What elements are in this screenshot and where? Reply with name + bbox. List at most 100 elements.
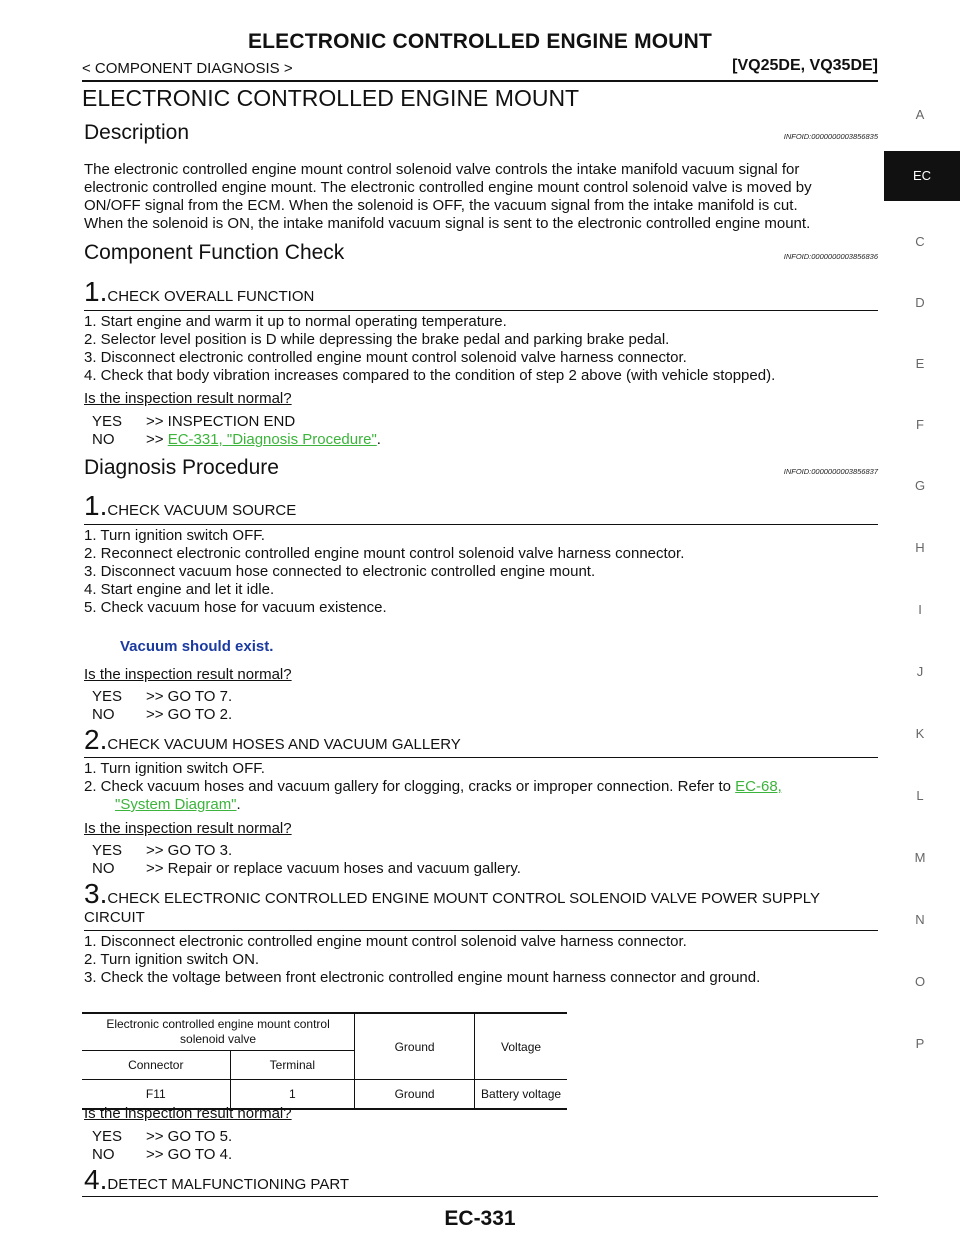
list-item: 2. Selector level position is D while de… — [84, 331, 670, 348]
answer-code: YES — [92, 688, 123, 705]
answer-text: >> Repair or replace vacuum hoses and va… — [146, 860, 521, 877]
list-item-text: 2. Check vacuum hoses and vacuum gallery… — [84, 778, 736, 795]
list-item: 2. Reconnect electronic controlled engin… — [84, 545, 685, 562]
cfc-heading: Component Function Check — [84, 241, 345, 264]
answer-code: YES — [92, 413, 123, 430]
voltage-table: Electronic controlled engine mount contr… — [82, 1012, 567, 1110]
answer-text: >> GO TO 3. — [146, 842, 233, 859]
header-title: ELECTRONIC CONTROLLED ENGINE MOUNT — [247, 30, 713, 53]
description-heading: Description — [84, 121, 190, 144]
page-title: ELECTRONIC CONTROLLED ENGINE MOUNT — [82, 85, 580, 111]
answer-prefix: >> — [146, 431, 168, 448]
list-item: 4. Start engine and let it idle. — [84, 581, 275, 598]
answer-code: NO — [92, 706, 115, 723]
dp-s2-no: NO >> Repair or replace vacuum hoses and … — [92, 860, 521, 877]
step-title: CHECK VACUUM HOSES AND VACUUM GALLERY — [107, 736, 461, 753]
header-section: < COMPONENT DIAGNOSIS > — [82, 60, 293, 77]
cfc-yes: YES>> INSPECTION END — [92, 413, 295, 430]
tab-a[interactable]: A — [915, 107, 925, 122]
table-header-ground: Ground — [354, 1013, 476, 1080]
tab-p[interactable]: P — [915, 1036, 925, 1051]
diagnosis-procedure-link[interactable]: EC-331, "Diagnosis Procedure" — [167, 431, 377, 448]
dp-s3-no: NO>> GO TO 4. — [92, 1146, 232, 1163]
cfc-infoid: INFOID:0000000003856836 — [783, 252, 878, 261]
list-item: 3. Check the voltage between front elect… — [84, 969, 761, 986]
dp-question-3: Is the inspection result normal? — [84, 1105, 292, 1122]
dp-question-1: Is the inspection result normal? — [84, 666, 292, 683]
step-number: 3. — [84, 878, 108, 909]
footer-rule — [82, 1196, 878, 1197]
dp-infoid: INFOID:0000000003856837 — [783, 467, 878, 476]
list-item: 4. Check that body vibration increases c… — [84, 367, 776, 384]
dp-step3-list: 1. Disconnect electronic controlled engi… — [84, 933, 760, 987]
tab-c[interactable]: C — [915, 234, 925, 249]
dp-step2-list: 1. Turn ignition switch OFF. 2. Check va… — [84, 760, 782, 814]
list-item: 3. Disconnect vacuum hose connected to e… — [84, 563, 596, 580]
header-rule — [82, 80, 878, 82]
tab-e[interactable]: E — [915, 356, 925, 371]
step-title: CHECK ELECTRONIC CONTROLLED ENGINE MOUNT… — [107, 890, 820, 907]
dp-question-2: Is the inspection result normal? — [84, 820, 292, 837]
answer-code: NO — [92, 860, 115, 877]
table-cell-connector: F11 — [82, 1079, 231, 1109]
tab-d[interactable]: D — [915, 295, 925, 310]
description-line: When the solenoid is ON, the intake mani… — [84, 215, 811, 232]
tab-h[interactable]: H — [915, 540, 925, 555]
step-title: DETECT MALFUNCTIONING PART — [107, 1176, 350, 1193]
list-item: 1. Turn ignition switch OFF. — [84, 760, 265, 777]
tab-m[interactable]: M — [914, 850, 926, 865]
table-header-component: Electronic controlled engine mount contr… — [82, 1013, 356, 1051]
description-infoid: INFOID:0000000003856835 — [783, 132, 878, 141]
list-item: 3. Disconnect electronic controlled engi… — [84, 349, 687, 366]
table-header-voltage: Voltage — [474, 1013, 567, 1080]
tab-l[interactable]: L — [916, 788, 924, 803]
step-number: 1. — [84, 276, 108, 307]
dp-s3-yes: YES >> GO TO 5. — [92, 1128, 232, 1145]
cfc-list: 1. Start engine and warm it up to normal… — [84, 313, 775, 385]
list-item: 5. Check vacuum hose for vacuum existenc… — [84, 599, 387, 616]
step-number: 2. — [84, 724, 108, 755]
list-item: 2. Check vacuum hoses and vacuum gallery… — [84, 778, 782, 796]
tab-o[interactable]: O — [914, 974, 926, 989]
dp-s2-yes: YES >> GO TO 3. — [92, 842, 232, 859]
step-rule — [84, 930, 878, 931]
step-number: 1. — [84, 490, 108, 521]
step-rule — [84, 310, 878, 311]
answer-text: >> GO TO 5. — [146, 1128, 233, 1145]
page-number: EC-331 — [444, 1207, 516, 1230]
answer-text: >> GO TO 2. — [146, 706, 233, 723]
answer-code: YES — [92, 1128, 123, 1145]
answer-code: NO — [92, 1146, 115, 1163]
step-number: 4. — [84, 1164, 108, 1195]
answer-suffix: . — [376, 431, 381, 448]
dp-s1-yes: YES >> GO TO 7. — [92, 688, 232, 705]
step-rule — [84, 524, 878, 525]
table-cell-ground: Ground — [354, 1079, 476, 1109]
table-header-connector: Connector — [82, 1050, 231, 1080]
answer-code: YES — [92, 842, 123, 859]
cfc-step-1: 1.CHECK OVERALL FUNCTION — [84, 276, 314, 308]
dp-step-3: 3.CHECK ELECTRONIC CONTROLLED ENGINE MOU… — [84, 878, 820, 910]
system-diagram-link-cont[interactable]: "System Diagram" — [115, 796, 237, 813]
description-line: The electronic controlled engine mount c… — [84, 161, 800, 178]
list-item: 1. Turn ignition switch OFF. — [84, 527, 265, 544]
dp-step-3-cont: CIRCUIT — [84, 909, 145, 926]
tab-k[interactable]: K — [915, 726, 925, 741]
tab-g[interactable]: G — [914, 478, 926, 493]
table-cell-voltage: Battery voltage — [481, 1087, 562, 1101]
dp-step-1: 1.CHECK VACUUM SOURCE — [84, 490, 296, 522]
dp-step-2: 2.CHECK VACUUM HOSES AND VACUUM GALLERY — [84, 724, 461, 756]
system-diagram-link[interactable]: EC-68, — [735, 778, 782, 795]
table-header-terminal: Terminal — [230, 1050, 356, 1080]
step-title: CHECK OVERALL FUNCTION — [107, 288, 315, 305]
tab-n[interactable]: N — [915, 912, 925, 927]
dp-step-4: 4.DETECT MALFUNCTIONING PART — [84, 1164, 349, 1196]
list-item: 1. Disconnect electronic controlled engi… — [84, 933, 687, 950]
tab-j[interactable]: J — [916, 664, 924, 679]
tab-i[interactable]: I — [918, 602, 922, 617]
cfc-question: Is the inspection result normal? — [84, 390, 292, 407]
tab-f[interactable]: F — [916, 417, 924, 432]
answer-text: >> GO TO 7. — [146, 688, 233, 705]
tab-ec[interactable]: EC — [884, 151, 960, 201]
list-item: 2. Turn ignition switch ON. — [84, 951, 260, 968]
